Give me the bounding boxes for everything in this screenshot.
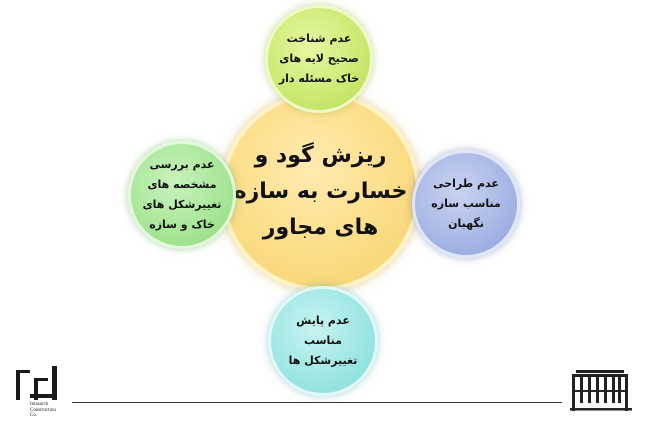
cause-text-line: عدم شناخت [286,32,352,45]
logo-text-line: Construction [30,407,56,413]
cause-text-line: خاک و سازه [149,218,215,231]
cause-text-line: مناسب [304,334,342,347]
company-logo-icon: Intasarch Construction Co. [14,366,66,420]
cause-text-line: صحیح لایه های [279,52,359,65]
company-logo-mark [16,366,57,400]
central-text-line: ریزش گود و [254,142,387,168]
central-text-line: خسارت به سازه [233,178,408,204]
logo-text-line: Intasarch [30,402,49,407]
cause-circle-soil-layers: عدم شناخت صحیح لایه های خاک مسئله دار [265,5,373,113]
central-text-line: های مجاور [262,214,379,240]
cause-circle-deformation-properties: عدم بررسی مشخصه های تغییرشکل های خاک و س… [128,141,236,249]
footer-divider [72,402,562,403]
logo-text: Intasarch Construction Co. [30,402,56,419]
cause-text-line: مناسب سازه [431,197,501,210]
cause-circle-monitoring: عدم پایش مناسب تغییرشکل ها [268,286,378,396]
cause-text-line: عدم طراحی [433,177,499,190]
building-facade-icon [570,368,632,412]
cause-circle-retaining-design: عدم طراحی مناسب سازه نگهبان [412,150,520,258]
cause-text-line: عدم پایش [296,314,350,327]
cause-text-line: تغییرشکل های [142,198,222,211]
cause-text-line: خاک مسئله دار [278,72,360,85]
cause-text-line: نگهبان [448,217,484,230]
cause-text-line: تغییرشکل ها [288,354,358,367]
logo-text-line: Co. [30,413,38,418]
cause-text-line: مشخصه های [147,178,217,191]
central-circle-excavation-collapse: ریزش گود و خسارت به سازه های مجاور [221,92,420,291]
cause-text-line: عدم بررسی [149,158,215,171]
